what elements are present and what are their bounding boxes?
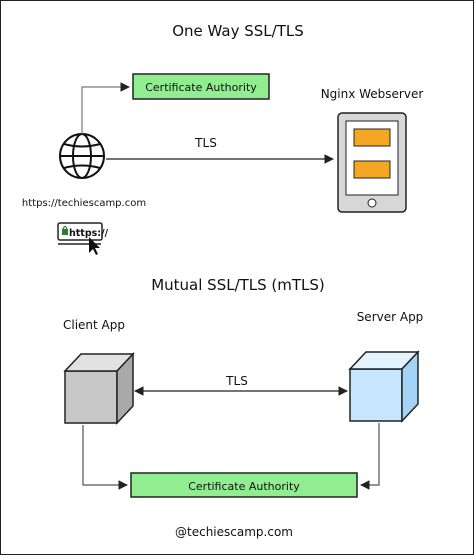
tls-label: TLS <box>194 136 217 150</box>
client-url: https://techiescamp.com <box>22 198 146 209</box>
client-app-label: Client App <box>63 318 125 332</box>
certificate-authority-label: Certificate Authority <box>145 81 257 94</box>
mtls-certificate-authority-box <box>130 472 358 498</box>
client-to-ca-arrow <box>82 425 128 490</box>
server-app-label: Server App <box>357 310 424 324</box>
certificate-authority-box <box>132 73 270 100</box>
mtls-label: TLS <box>225 374 248 388</box>
footer-handle: @techiescamp.com <box>175 525 293 539</box>
globe-to-ca-arrow <box>81 82 130 134</box>
globe-icon <box>59 133 105 179</box>
one-way-title: One Way SSL/TLS <box>172 22 304 40</box>
server-cube-icon <box>348 350 420 423</box>
cursor-icon <box>89 237 100 255</box>
client-cube-icon <box>63 352 135 425</box>
mutual-title: Mutual SSL/TLS (mTLS) <box>151 276 325 294</box>
phone-icon <box>337 112 407 213</box>
server-to-ca-arrow <box>360 423 380 490</box>
https-badge-text: https:// <box>69 228 109 239</box>
nginx-label: Nginx Webserver <box>321 87 424 101</box>
mtls-certificate-authority-label: Certificate Authority <box>188 480 300 493</box>
